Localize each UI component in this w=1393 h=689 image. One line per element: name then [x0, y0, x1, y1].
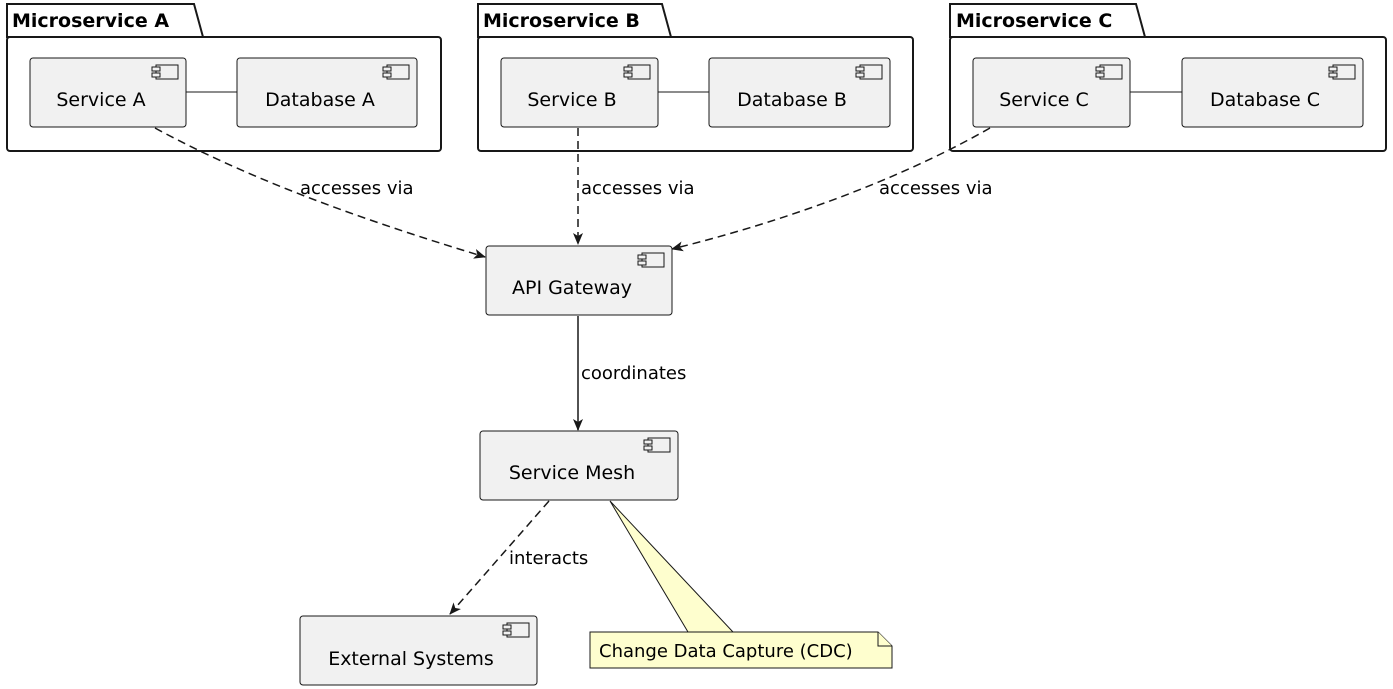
- package-title-c: Microservice C: [956, 10, 1112, 32]
- note-connector: [609, 500, 735, 633]
- component-icon: [151, 64, 179, 80]
- edge-mesh-to-external: interacts: [449, 500, 588, 615]
- component-external-systems[interactable]: External Systems: [299, 615, 538, 686]
- component-icon: [643, 437, 671, 453]
- component-icon: [502, 622, 530, 638]
- component-service-mesh[interactable]: Service Mesh: [479, 430, 679, 501]
- component-label: Service Mesh: [509, 462, 635, 484]
- component-label: Service A: [56, 89, 145, 111]
- component-label: Database A: [265, 89, 375, 111]
- component-icon: [855, 64, 883, 80]
- component-icon: [1328, 64, 1356, 80]
- edge-service-c-to-gateway: accesses via: [671, 127, 993, 252]
- component-icon: [637, 252, 665, 268]
- component-label: Database C: [1210, 89, 1320, 111]
- component-icon: [623, 64, 651, 80]
- component-database-c[interactable]: Database C: [1181, 57, 1364, 128]
- component-label: Database B: [737, 89, 847, 111]
- edge-service-b-to-gateway: accesses via: [573, 128, 695, 245]
- component-database-b[interactable]: Database B: [708, 57, 891, 128]
- note-cdc: Change Data Capture (CDC): [589, 631, 893, 669]
- note-text: Change Data Capture (CDC): [599, 641, 853, 662]
- component-database-a[interactable]: Database A: [236, 57, 418, 128]
- component-label: External Systems: [328, 648, 494, 670]
- package-title-b: Microservice B: [483, 10, 640, 32]
- edge-label: interacts: [509, 548, 588, 569]
- component-label: Service C: [999, 89, 1089, 111]
- edge-label: accesses via: [300, 178, 414, 199]
- component-service-a[interactable]: Service A: [29, 57, 187, 128]
- edge-gateway-to-mesh: coordinates: [573, 316, 686, 431]
- package-title-a: Microservice A: [12, 10, 169, 32]
- component-service-b[interactable]: Service B: [500, 57, 659, 128]
- edge-service-a-to-gateway: accesses via: [154, 127, 486, 259]
- edge-label: accesses via: [581, 178, 695, 199]
- component-service-c[interactable]: Service C: [972, 57, 1131, 128]
- component-label: Service B: [527, 89, 616, 111]
- component-label: API Gateway: [512, 277, 632, 299]
- component-api-gateway[interactable]: API Gateway: [485, 245, 673, 316]
- edge-label: coordinates: [581, 363, 686, 384]
- component-icon: [1095, 64, 1123, 80]
- edge-label: accesses via: [879, 178, 993, 199]
- component-icon: [382, 64, 410, 80]
